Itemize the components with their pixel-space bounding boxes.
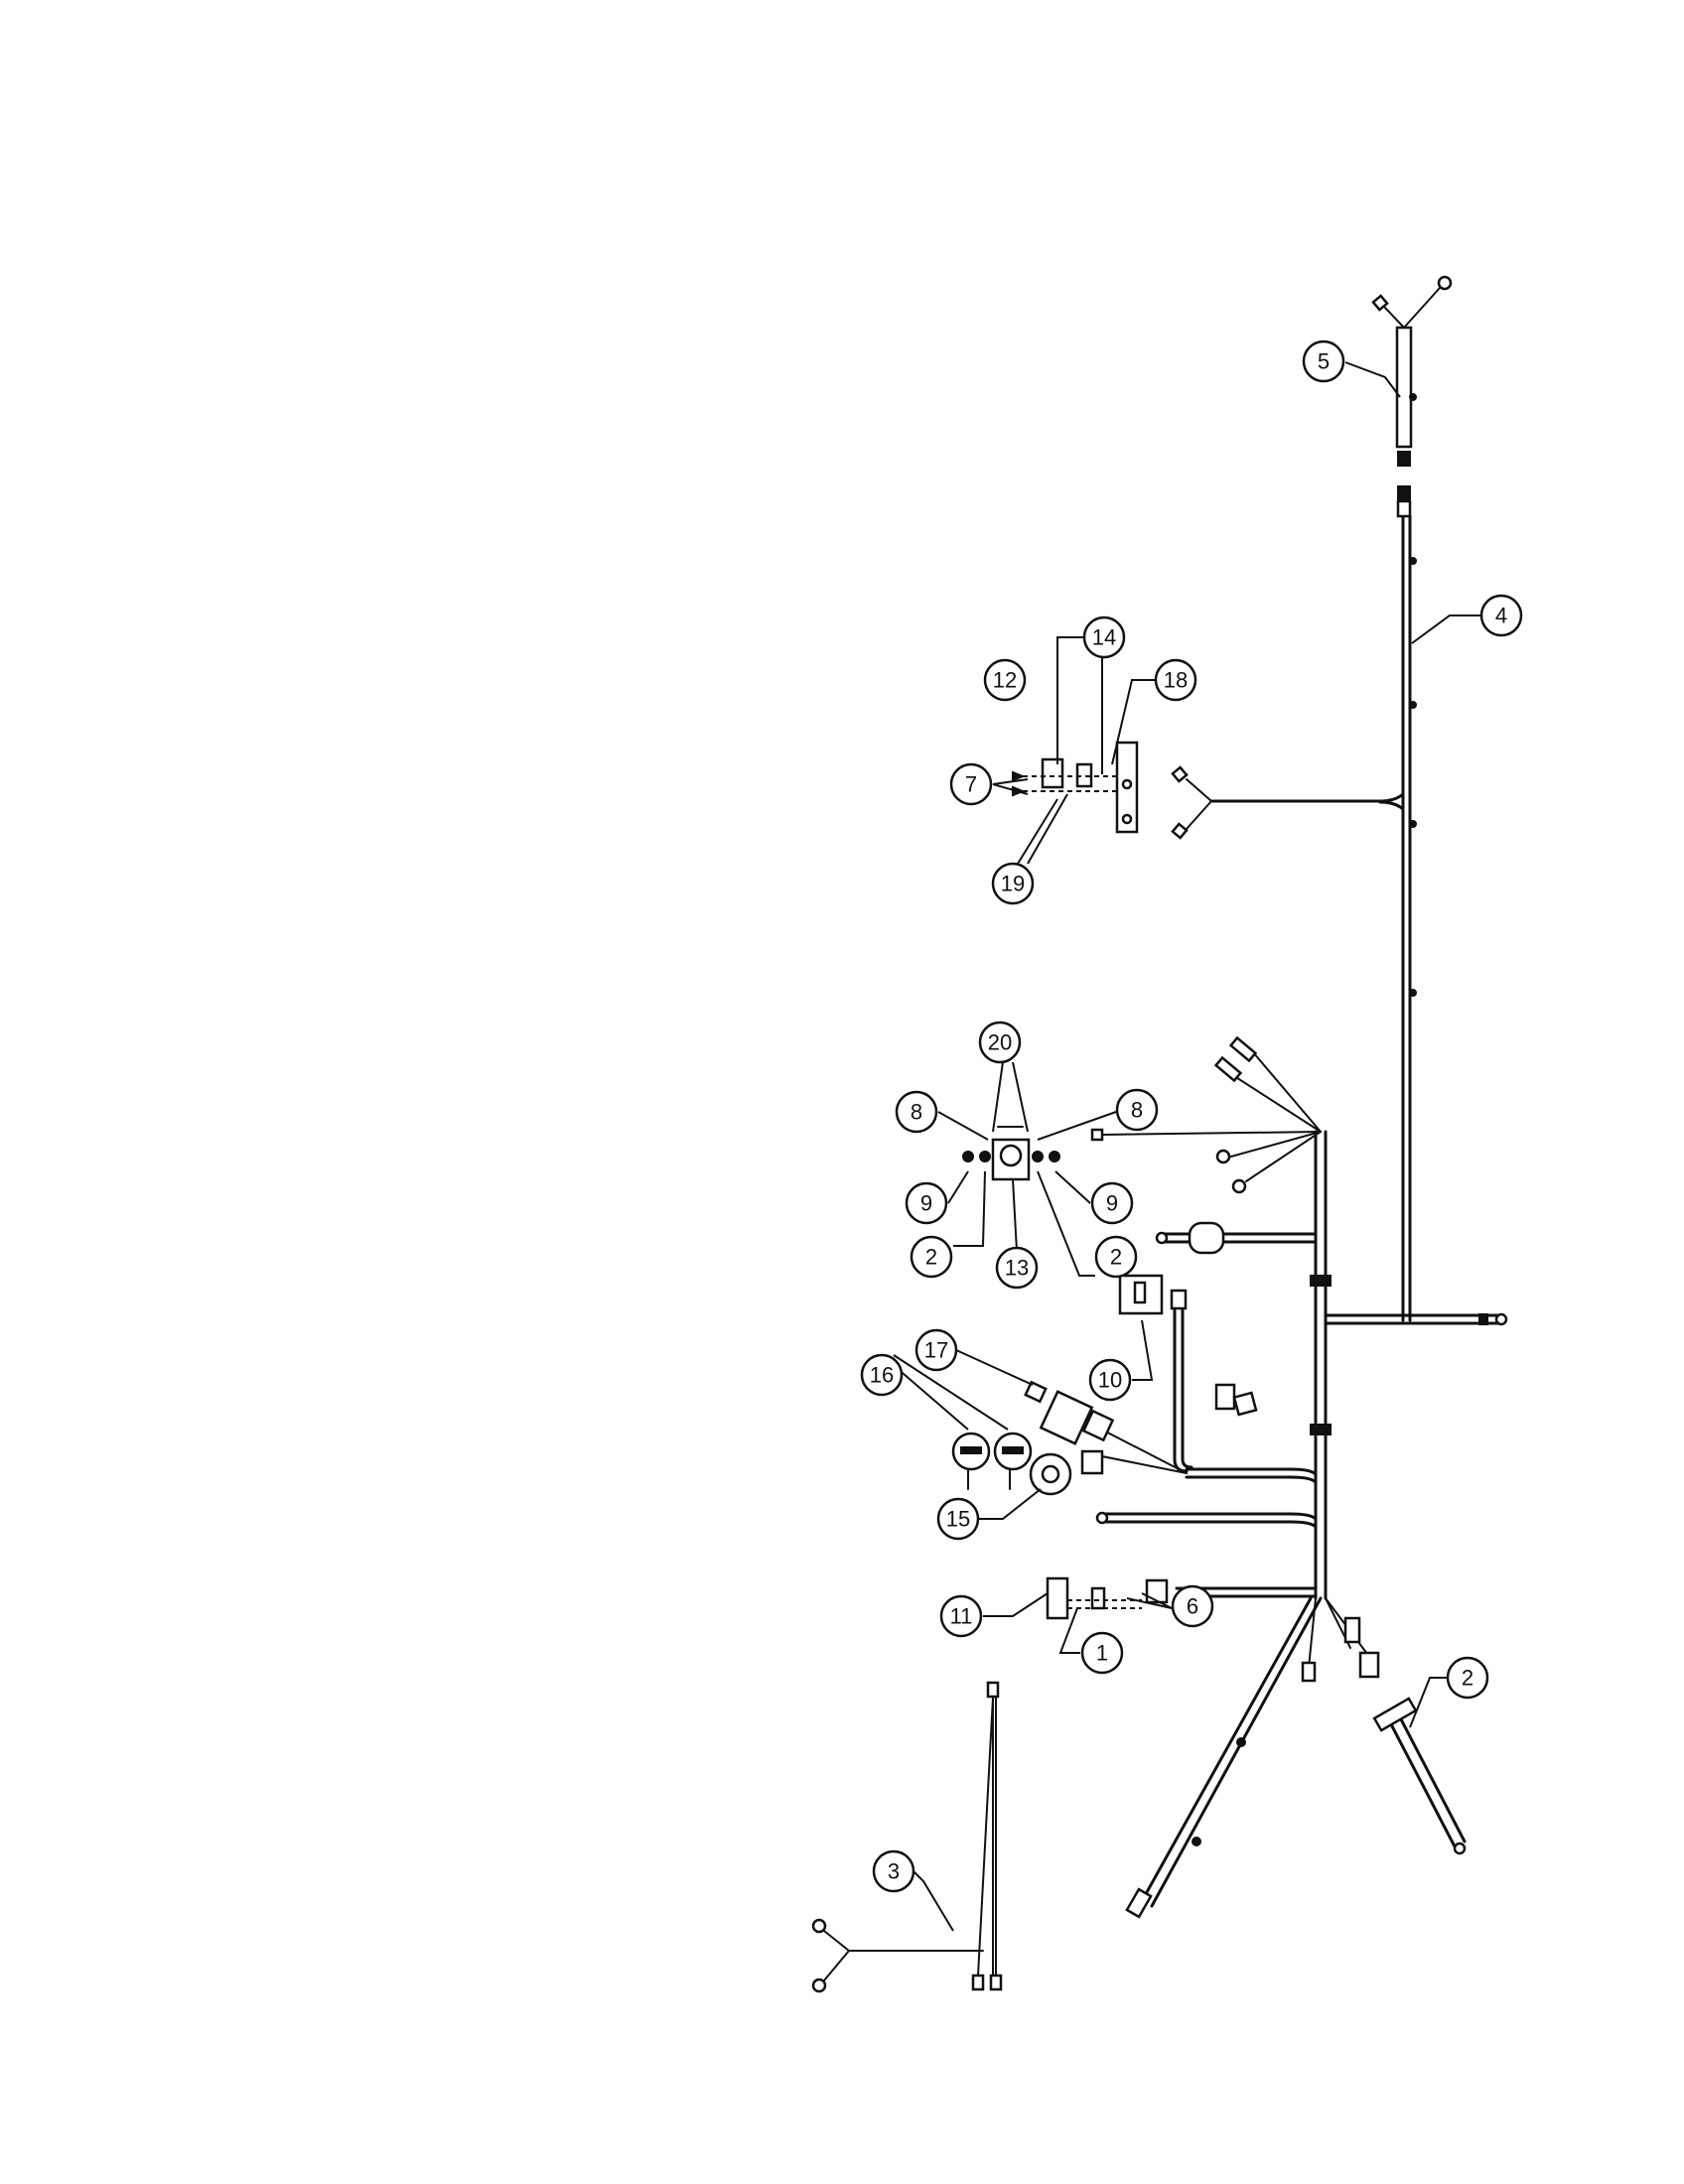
callout-5: 5 — [1302, 340, 1345, 383]
callout-16: 16 — [860, 1353, 904, 1397]
callout-7: 7 — [949, 762, 993, 806]
svg-text:9: 9 — [920, 1191, 932, 1216]
svg-text:1: 1 — [1096, 1641, 1108, 1666]
callout-2-lower: 2 — [1446, 1656, 1489, 1700]
svg-text:18: 18 — [1164, 668, 1188, 693]
callout-2-right: 2 — [1094, 1235, 1138, 1279]
svg-text:2: 2 — [925, 1245, 937, 1270]
svg-text:6: 6 — [1187, 1594, 1198, 1619]
svg-text:9: 9 — [1106, 1191, 1118, 1216]
callout-19: 19 — [991, 862, 1035, 905]
switch-bracket-group — [1012, 741, 1189, 840]
callout-8-right: 8 — [1115, 1088, 1159, 1132]
svg-text:2: 2 — [1462, 1666, 1474, 1691]
svg-text:3: 3 — [888, 1859, 900, 1884]
callout-6: 6 — [1171, 1584, 1214, 1628]
callout-15: 15 — [936, 1497, 980, 1541]
callout-13: 13 — [995, 1246, 1039, 1290]
svg-text:8: 8 — [1131, 1098, 1143, 1123]
callout-18: 18 — [1154, 658, 1197, 702]
callouts: 5 4 14 12 18 7 19 20 — [860, 340, 1523, 1893]
callout-14: 14 — [1082, 615, 1126, 659]
callout-10: 10 — [1088, 1358, 1132, 1402]
svg-text:7: 7 — [965, 772, 977, 797]
svg-text:4: 4 — [1495, 604, 1507, 628]
svg-text:20: 20 — [988, 1030, 1012, 1055]
harness-components — [811, 1035, 1508, 1993]
leader-lines — [881, 361, 1481, 1932]
callout-1: 1 — [1080, 1631, 1124, 1675]
svg-text:15: 15 — [946, 1507, 970, 1532]
svg-text:5: 5 — [1318, 349, 1330, 374]
svg-text:8: 8 — [911, 1100, 922, 1125]
callout-17: 17 — [914, 1328, 958, 1372]
svg-text:16: 16 — [870, 1363, 894, 1388]
callout-4: 4 — [1479, 594, 1523, 637]
callout-11: 11 — [939, 1594, 983, 1638]
callout-9-right: 9 — [1090, 1181, 1134, 1225]
callout-2-left: 2 — [910, 1235, 953, 1279]
svg-text:2: 2 — [1110, 1245, 1122, 1270]
callout-12: 12 — [983, 658, 1027, 702]
callout-9-left: 9 — [905, 1181, 948, 1225]
svg-text:17: 17 — [924, 1338, 948, 1363]
svg-text:14: 14 — [1092, 625, 1116, 650]
svg-text:10: 10 — [1098, 1368, 1122, 1393]
callout-3: 3 — [872, 1849, 915, 1893]
svg-text:13: 13 — [1005, 1256, 1029, 1281]
svg-text:12: 12 — [993, 668, 1017, 693]
svg-text:19: 19 — [1001, 872, 1025, 896]
callout-8-left: 8 — [895, 1090, 938, 1134]
key-switch-group — [962, 1126, 1060, 1181]
svg-text:11: 11 — [950, 1604, 973, 1629]
callout-20: 20 — [978, 1021, 1022, 1064]
harness-5 — [1371, 275, 1453, 997]
main-harness — [1091, 514, 1501, 1908]
